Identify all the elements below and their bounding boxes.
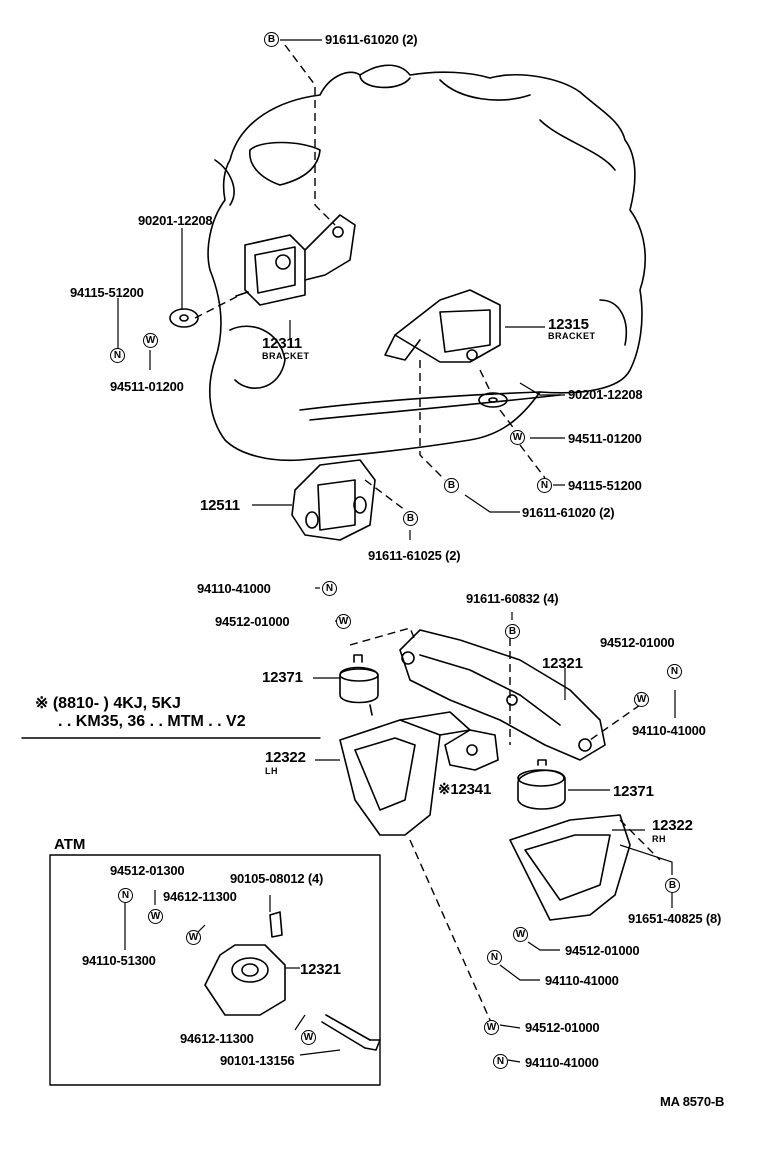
bracket-12322-lh-shape <box>339 711 471 836</box>
part-label-91611-61025: 91611-61025 (2) <box>368 548 461 563</box>
atm-part-label-94512-01300: 94512-01300 <box>110 863 185 878</box>
part-label-12311: 12311 <box>262 335 302 352</box>
part-label-94512-01000-b: 94512-01000 <box>600 635 675 650</box>
bolt-symbol: B <box>444 478 459 493</box>
part-label-91611-60832: 91611-60832 (4) <box>466 591 559 606</box>
bolt-symbol: B <box>403 511 418 526</box>
part-label-90201-12208-right: 90201-12208 <box>568 387 643 402</box>
bolt-symbol: B <box>665 878 680 893</box>
part-label-94110-41000-d: 94110-41000 <box>525 1055 599 1070</box>
mount-12511-shape <box>291 459 376 541</box>
atm-box <box>49 854 381 1086</box>
nut-symbol: N <box>118 888 133 903</box>
part-label-91611-61020-right: 91611-61020 (2) <box>522 505 615 520</box>
bracket-12315-shape <box>384 289 501 363</box>
applicability-note-line2: . . KM35, 36 . . MTM . . V2 <box>58 713 246 730</box>
washer-symbol: W <box>301 1030 316 1045</box>
washer-symbol: W <box>484 1020 499 1035</box>
bolt-symbol: B <box>505 624 520 639</box>
part-label-12322-lh: 12322 <box>265 749 306 766</box>
drawing-number: MA 8570-B <box>660 1094 725 1109</box>
part-label-12511: 12511 <box>200 497 240 514</box>
part-label-12321: 12321 <box>542 655 583 672</box>
part-label-94511-01200-left: 94511-01200 <box>110 379 184 394</box>
part-label-94115-51200-right: 94115-51200 <box>568 478 642 493</box>
part-label-12341: ※12341 <box>438 781 492 798</box>
part-label-94512-01000-a: 94512-01000 <box>215 614 290 629</box>
part-label-12371-left: 12371 <box>262 669 303 686</box>
nut-symbol: N <box>493 1054 508 1069</box>
part-label-90201-12208-left: 90201-12208 <box>138 213 213 228</box>
atm-box-title: ATM <box>54 836 86 853</box>
washer-symbol: W <box>510 430 525 445</box>
washer-symbol: W <box>513 927 528 942</box>
part-label-12315: 12315 <box>548 316 589 333</box>
atm-part-label-90105-08012: 90105-08012 (4) <box>230 871 324 886</box>
washer-symbol: W <box>143 333 158 348</box>
crossmember-12321-shape <box>399 629 606 761</box>
applicability-note-line1: ※ (8810- ) 4KJ, 5KJ <box>35 695 181 712</box>
part-label-12371-right: 12371 <box>613 783 654 800</box>
bracket-12322-rh-shape <box>509 814 631 921</box>
part-label-94512-01000-c: 94512-01000 <box>565 943 640 958</box>
rh-label: RH <box>652 834 666 844</box>
washer-symbol: W <box>186 930 201 945</box>
nut-symbol: N <box>537 478 552 493</box>
part-label-91651-40825: 91651-40825 (8) <box>628 911 722 926</box>
plate-12341-shape <box>444 729 499 771</box>
insulator-12371-left-shape <box>339 654 379 716</box>
washer-90201-left-shape <box>169 308 199 328</box>
washer-symbol: W <box>336 614 351 629</box>
lh-label: LH <box>265 766 278 776</box>
atm-mount-12321-shape <box>204 911 381 1051</box>
engine-outline <box>207 64 646 462</box>
washer-symbol: W <box>148 909 163 924</box>
nut-symbol: N <box>322 581 337 596</box>
atm-part-label-94612-11300-b: 94612-11300 <box>180 1031 254 1046</box>
bracket-label-left: BRACKET <box>262 351 310 361</box>
bracket-12311-shape <box>235 214 356 306</box>
atm-part-label-90101-13156: 90101-13156 <box>220 1053 295 1068</box>
part-label-12322-rh: 12322 <box>652 817 693 834</box>
nut-symbol: N <box>487 950 502 965</box>
washer-symbol: W <box>634 692 649 707</box>
washer-90201-right-shape <box>478 392 508 408</box>
atm-part-label-94612-11300-a: 94612-11300 <box>163 889 237 904</box>
part-label-94110-41000-a: 94110-41000 <box>197 581 271 596</box>
part-label-94512-01000-d: 94512-01000 <box>525 1020 600 1035</box>
insulator-12371-right-shape <box>517 759 566 810</box>
atm-part-label-94110-51300: 94110-51300 <box>82 953 156 968</box>
nut-symbol: N <box>110 348 125 363</box>
bracket-label-right: BRACKET <box>548 331 596 341</box>
part-label-91611-61020-top: 91611-61020 (2) <box>325 32 418 47</box>
part-label-94110-41000-c: 94110-41000 <box>545 973 619 988</box>
part-label-94115-51200-left: 94115-51200 <box>70 285 144 300</box>
part-label-94511-01200-right: 94511-01200 <box>568 431 642 446</box>
part-label-94110-41000-b: 94110-41000 <box>632 723 706 738</box>
atm-part-label-12321: 12321 <box>300 961 341 978</box>
bolt-symbol: B <box>264 32 279 47</box>
nut-symbol: N <box>667 664 682 679</box>
